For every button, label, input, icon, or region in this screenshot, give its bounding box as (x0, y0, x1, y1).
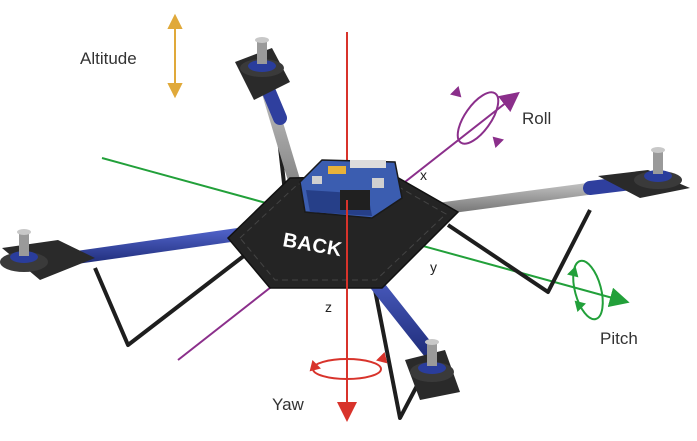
motor-back-left (235, 37, 290, 100)
pitch-rotation-icon (567, 259, 604, 321)
frame-plate (226, 175, 460, 289)
motor-left (0, 229, 95, 280)
x-axis-label: x (420, 167, 427, 183)
z-axis-label: z (325, 299, 332, 315)
yaw-label: Yaw (272, 395, 305, 414)
flight-controller (299, 159, 403, 219)
motor-right (598, 147, 690, 198)
yaw-rotation-icon (309, 352, 388, 380)
pitch-label: Pitch (600, 329, 638, 348)
altitude-label: Altitude (80, 49, 137, 68)
y-axis-label: y (430, 259, 437, 275)
altitude-arrow-icon (167, 13, 183, 99)
motor-front (405, 339, 460, 400)
roll-rotation-icon (450, 86, 504, 148)
roll-label: Roll (522, 109, 551, 128)
